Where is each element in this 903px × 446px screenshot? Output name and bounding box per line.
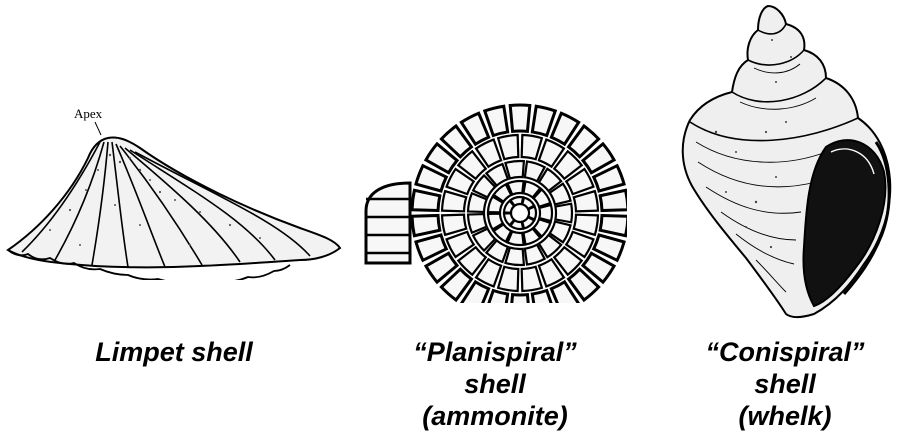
limpet-caption: Limpet shell: [64, 336, 284, 368]
ammonite-caption-line-2: shell: [365, 368, 625, 400]
ammonite-caption-line-3: (ammonite): [365, 400, 625, 432]
ammonite-outer-chamber: [366, 183, 410, 263]
ammonite-chamber: [412, 215, 440, 235]
ammonite-chamber: [574, 191, 598, 211]
apex-label: Apex: [74, 106, 102, 122]
ammonite-chamber: [522, 267, 542, 291]
ammonite-chamber: [555, 204, 572, 223]
ammonite-caption: “Planispiral” shell (ammonite): [365, 336, 625, 432]
whelk-caption-line-1: “Conispiral”: [670, 336, 900, 368]
ammonite-chamber: [442, 191, 466, 211]
whelk-figure: [676, 2, 896, 320]
ammonite-caption-line-1: “Planispiral”: [365, 336, 625, 368]
ammonite-chamber: [498, 135, 518, 159]
whelk-caption: “Conispiral” shell (whelk): [670, 336, 900, 432]
ammonite-chamber: [522, 135, 542, 159]
ammonite-chamber: [532, 106, 555, 135]
limpet-caption-line-1: Limpet shell: [64, 336, 284, 368]
limpet-shell-drawing: [0, 100, 345, 280]
ammonite-chamber: [600, 190, 627, 210]
ammonite-chamber: [510, 295, 530, 303]
ammonite-chamber: [485, 106, 508, 135]
ammonite-chamber: [539, 205, 552, 221]
whelk-drawing: [676, 2, 896, 320]
whelk-caption-line-2: shell: [670, 368, 900, 400]
ammonite-chamber: [505, 161, 523, 178]
ammonite-chamber: [574, 215, 598, 235]
ammonite-chamber: [522, 217, 534, 228]
limpet-shell-figure: Apex: [0, 100, 345, 280]
ammonite-chamber: [442, 215, 466, 235]
ammonite-chamber: [600, 215, 627, 235]
whelk-caption-line-3: (whelk): [670, 400, 900, 432]
ammonite-drawing: [352, 93, 627, 303]
ammonite-chamber: [498, 267, 518, 291]
ammonite-chamber: [412, 190, 440, 210]
ammonite-chamber: [505, 248, 523, 265]
ammonite-chamber: [510, 105, 530, 131]
ammonite-figure: [352, 93, 627, 303]
